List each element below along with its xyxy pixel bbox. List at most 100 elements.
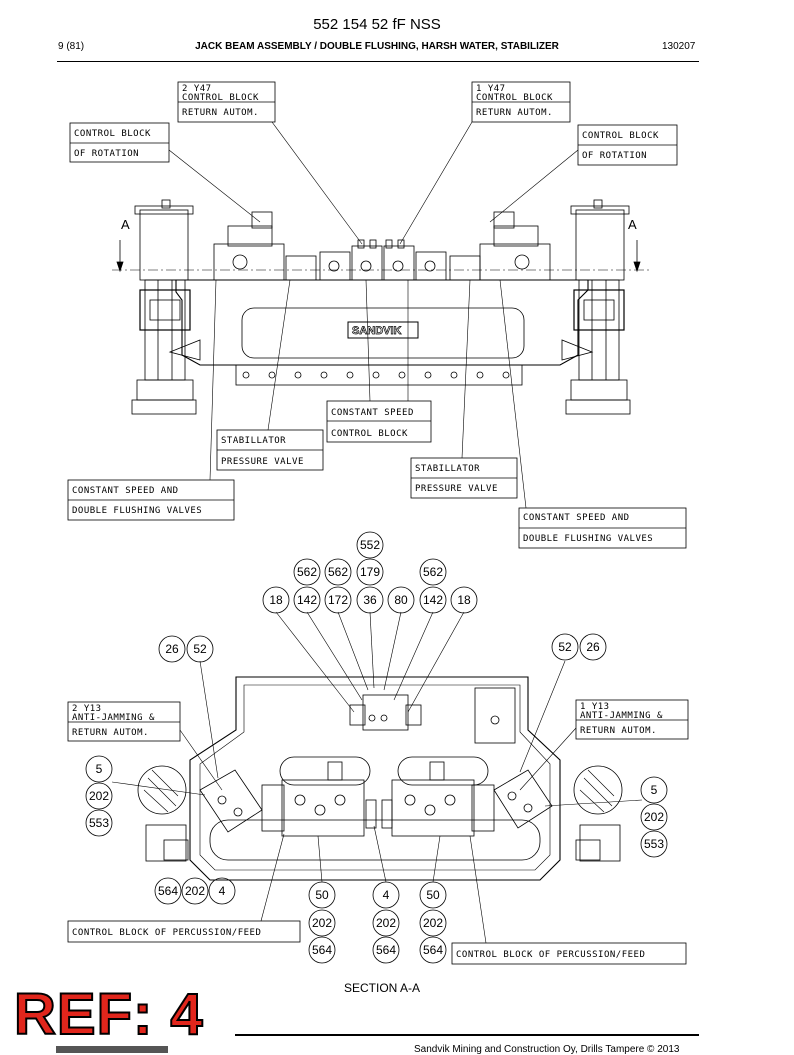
callout-4b: 4 <box>372 881 400 909</box>
svg-text:179: 179 <box>360 565 380 579</box>
svg-text:CONTROL BLOCK: CONTROL BLOCK <box>182 93 259 103</box>
callout-552: 552 <box>356 531 384 559</box>
callout-4a: 4 <box>208 877 236 905</box>
document-title: 552 154 52 fF NSS <box>313 16 441 33</box>
svg-text:562: 562 <box>328 565 348 579</box>
svg-text:2 Y47: 2 Y47 <box>182 84 212 94</box>
label-box-constant-speed: CONSTANT SPEED CONTROL BLOCK <box>326 400 432 443</box>
page-number: 9 (81) <box>58 41 85 52</box>
sandvik-logo-text: SANDVIK <box>352 325 402 337</box>
svg-text:52: 52 <box>558 640 572 654</box>
callout-564a: 564 <box>154 877 182 905</box>
callout-18a: 18 <box>262 586 290 614</box>
callout-26-right: 26 <box>579 633 607 661</box>
callout-52-right: 52 <box>551 633 579 661</box>
callout-bubbles: 552 562 562 179 562 18 142 172 36 80 142… <box>85 531 668 964</box>
callout-26-left: 26 <box>158 635 186 663</box>
label-box-rotation-left: CONTROL BLOCK OF ROTATION <box>69 122 170 163</box>
svg-text:18: 18 <box>269 593 283 607</box>
jack-beam-body: SANDVIK <box>168 279 594 386</box>
svg-text:PRESSURE VALVE: PRESSURE VALVE <box>221 457 304 467</box>
svg-text:564: 564 <box>312 943 332 957</box>
svg-text:5: 5 <box>651 783 658 797</box>
label-box-flushing-right: CONSTANT SPEED AND DOUBLE FLUSHING VALVE… <box>518 507 687 549</box>
ref-stamp: REF: 4 <box>13 982 204 1047</box>
sandvik-footer-logo <box>56 1046 168 1053</box>
leaders-top <box>168 121 579 509</box>
svg-text:RETURN AUTOM.: RETURN AUTOM. <box>182 108 259 118</box>
label-box-percussion-left: CONTROL BLOCK OF PERCUSSION/FEED <box>67 920 301 943</box>
svg-text:CONTROL BLOCK: CONTROL BLOCK <box>74 129 151 139</box>
svg-text:CONTROL BLOCK: CONTROL BLOCK <box>476 93 553 103</box>
callout-179: 179 <box>356 558 384 586</box>
svg-text:RETURN AUTOM.: RETURN AUTOM. <box>72 728 149 738</box>
svg-text:26: 26 <box>586 640 600 654</box>
svg-text:ANTI-JAMMING &: ANTI-JAMMING & <box>580 711 663 721</box>
svg-text:564: 564 <box>423 943 443 957</box>
svg-text:CONSTANT SPEED AND: CONSTANT SPEED AND <box>523 513 630 523</box>
svg-text:172: 172 <box>328 593 348 607</box>
label-box-stabilizer-right: STABILLATOR PRESSURE VALVE <box>410 457 518 499</box>
section-mark-left: A <box>121 217 130 232</box>
document-date: 130207 <box>662 41 696 52</box>
label-box-rotation-right: CONTROL BLOCK OF ROTATION <box>577 124 678 166</box>
callout-202a: 202 <box>181 877 209 905</box>
callout-18b: 18 <box>450 586 478 614</box>
svg-text:CONSTANT SPEED: CONSTANT SPEED <box>331 408 414 418</box>
svg-text:202: 202 <box>644 810 664 824</box>
svg-text:1 Y13: 1 Y13 <box>580 702 610 712</box>
svg-text:202: 202 <box>312 916 332 930</box>
callout-553-left: 553 <box>85 809 113 837</box>
callout-36: 36 <box>356 586 384 614</box>
svg-text:562: 562 <box>423 565 443 579</box>
svg-text:142: 142 <box>423 593 443 607</box>
callout-52-left: 52 <box>186 635 214 663</box>
callout-202c: 202 <box>372 909 400 937</box>
svg-text:DOUBLE FLUSHING VALVES: DOUBLE FLUSHING VALVES <box>72 506 202 516</box>
callout-202-right: 202 <box>640 803 668 831</box>
section-mark-right: A <box>628 217 637 232</box>
callout-562b: 562 <box>324 558 352 586</box>
callout-562c: 562 <box>419 558 447 586</box>
svg-text:ANTI-JAMMING &: ANTI-JAMMING & <box>72 713 155 723</box>
svg-text:CONTROL BLOCK OF PERCUSSION/FE: CONTROL BLOCK OF PERCUSSION/FEED <box>72 928 261 938</box>
callout-553-right: 553 <box>640 830 668 858</box>
svg-text:553: 553 <box>89 816 109 830</box>
callout-142b: 142 <box>419 586 447 614</box>
svg-text:564: 564 <box>158 884 178 898</box>
callout-202b: 202 <box>308 909 336 937</box>
label-box-2y47: 2 Y47 CONTROL BLOCK RETURN AUTOM. <box>177 81 276 123</box>
svg-text:202: 202 <box>376 916 396 930</box>
valve-blocks-top <box>213 211 551 281</box>
svg-text:202: 202 <box>423 916 443 930</box>
leaders-section <box>111 611 643 944</box>
callout-142a: 142 <box>293 586 321 614</box>
callout-50b: 50 <box>419 881 447 909</box>
svg-text:50: 50 <box>426 888 440 902</box>
right-stabilizer-leg <box>565 199 631 415</box>
svg-text:202: 202 <box>185 884 205 898</box>
callout-562a: 562 <box>293 558 321 586</box>
label-box-percussion-right: CONTROL BLOCK OF PERCUSSION/FEED <box>451 942 687 965</box>
svg-text:1 Y47: 1 Y47 <box>476 84 506 94</box>
svg-text:202: 202 <box>89 789 109 803</box>
svg-text:DOUBLE FLUSHING VALVES: DOUBLE FLUSHING VALVES <box>523 534 653 544</box>
header-rule <box>57 61 699 62</box>
svg-text:4: 4 <box>219 884 226 898</box>
callout-172: 172 <box>324 586 352 614</box>
svg-text:564: 564 <box>376 943 396 957</box>
svg-text:RETURN AUTOM.: RETURN AUTOM. <box>476 108 553 118</box>
svg-text:CONTROL BLOCK: CONTROL BLOCK <box>331 429 408 439</box>
svg-text:562: 562 <box>297 565 317 579</box>
svg-text:552: 552 <box>360 538 380 552</box>
footer-copyright: Sandvik Mining and Construction Oy, Dril… <box>414 1044 680 1055</box>
svg-text:553: 553 <box>644 837 664 851</box>
svg-text:PRESSURE VALVE: PRESSURE VALVE <box>415 484 498 494</box>
callout-564b: 564 <box>308 936 336 964</box>
svg-text:STABILLATOR: STABILLATOR <box>221 436 286 446</box>
svg-text:80: 80 <box>394 593 408 607</box>
callout-80: 80 <box>387 586 415 614</box>
left-stabilizer-leg <box>131 199 197 415</box>
svg-text:18: 18 <box>457 593 471 607</box>
